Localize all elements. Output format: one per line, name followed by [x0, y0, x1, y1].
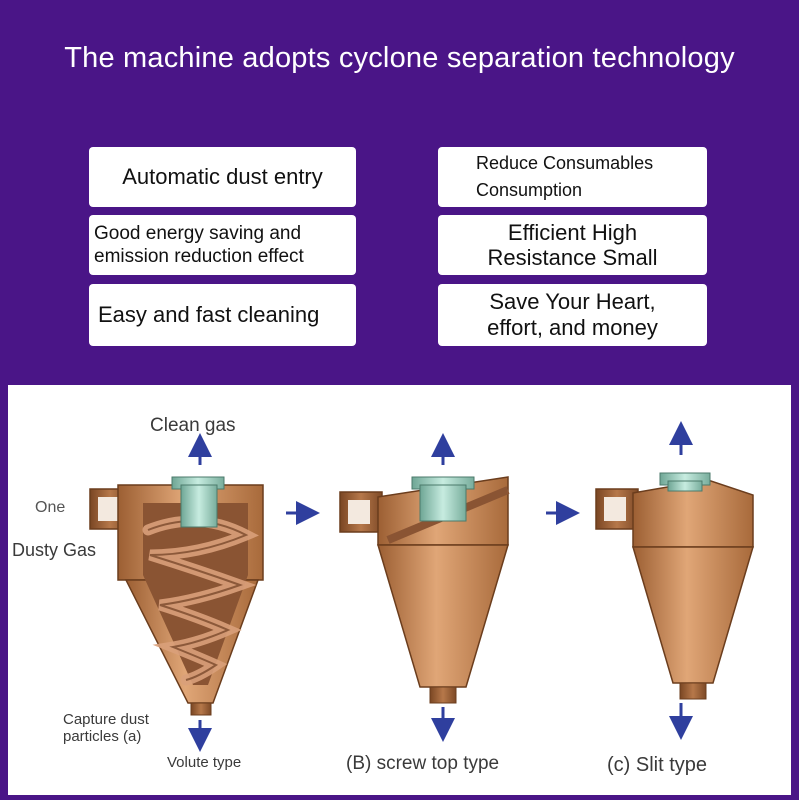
feature-efficient: Efficient High Resistance Small	[438, 215, 707, 275]
feature-label-line1: Efficient High	[507, 220, 638, 245]
feature-reduce-consumables: Reduce Consumables Consumption	[438, 147, 707, 207]
feature-automatic-dust-entry: Automatic dust entry	[89, 147, 356, 207]
feature-energy-saving: Good energy saving and emission reductio…	[89, 215, 356, 275]
feature-label-line2: effort, and money	[487, 315, 658, 340]
cyclone-screw-top	[339, 433, 510, 742]
capture-dust-label: Capture dust particles (a)	[63, 711, 149, 745]
clean-gas-label: Clean gas	[150, 415, 236, 436]
page-title: The machine adopts cyclone separation te…	[64, 42, 735, 74]
volute-type-caption: Volute type	[167, 754, 242, 771]
feature-label-line2: Resistance Small	[487, 245, 658, 270]
cyclone-diagram	[89, 421, 755, 752]
feature-label-line1: Save Your Heart,	[489, 289, 656, 314]
screw-top-type-caption: (B) screw top type	[346, 753, 500, 774]
feature-label: Easy and fast cleaning	[98, 302, 320, 327]
feature-label-line1: Good energy saving and	[94, 223, 302, 244]
cyclone-slit	[595, 421, 755, 740]
feature-easy-cleaning: Easy and fast cleaning	[89, 284, 356, 346]
feature-label-line2: emission reduction effect	[94, 246, 304, 267]
feature-label-line1: Reduce Consumables	[476, 153, 654, 173]
cyclone-diagram-panel: Clean gas One Dusty Gas Capture dust par…	[8, 385, 791, 795]
dusty-gas-label: Dusty Gas	[12, 540, 97, 560]
feature-save-money: Save Your Heart, effort, and money	[438, 284, 707, 346]
one-label: One	[35, 499, 66, 516]
feature-label-line2: Consumption	[476, 180, 583, 200]
slit-type-caption: (c) Slit type	[607, 754, 708, 776]
feature-label: Automatic dust entry	[122, 164, 323, 189]
cyclone-volute	[89, 433, 264, 752]
